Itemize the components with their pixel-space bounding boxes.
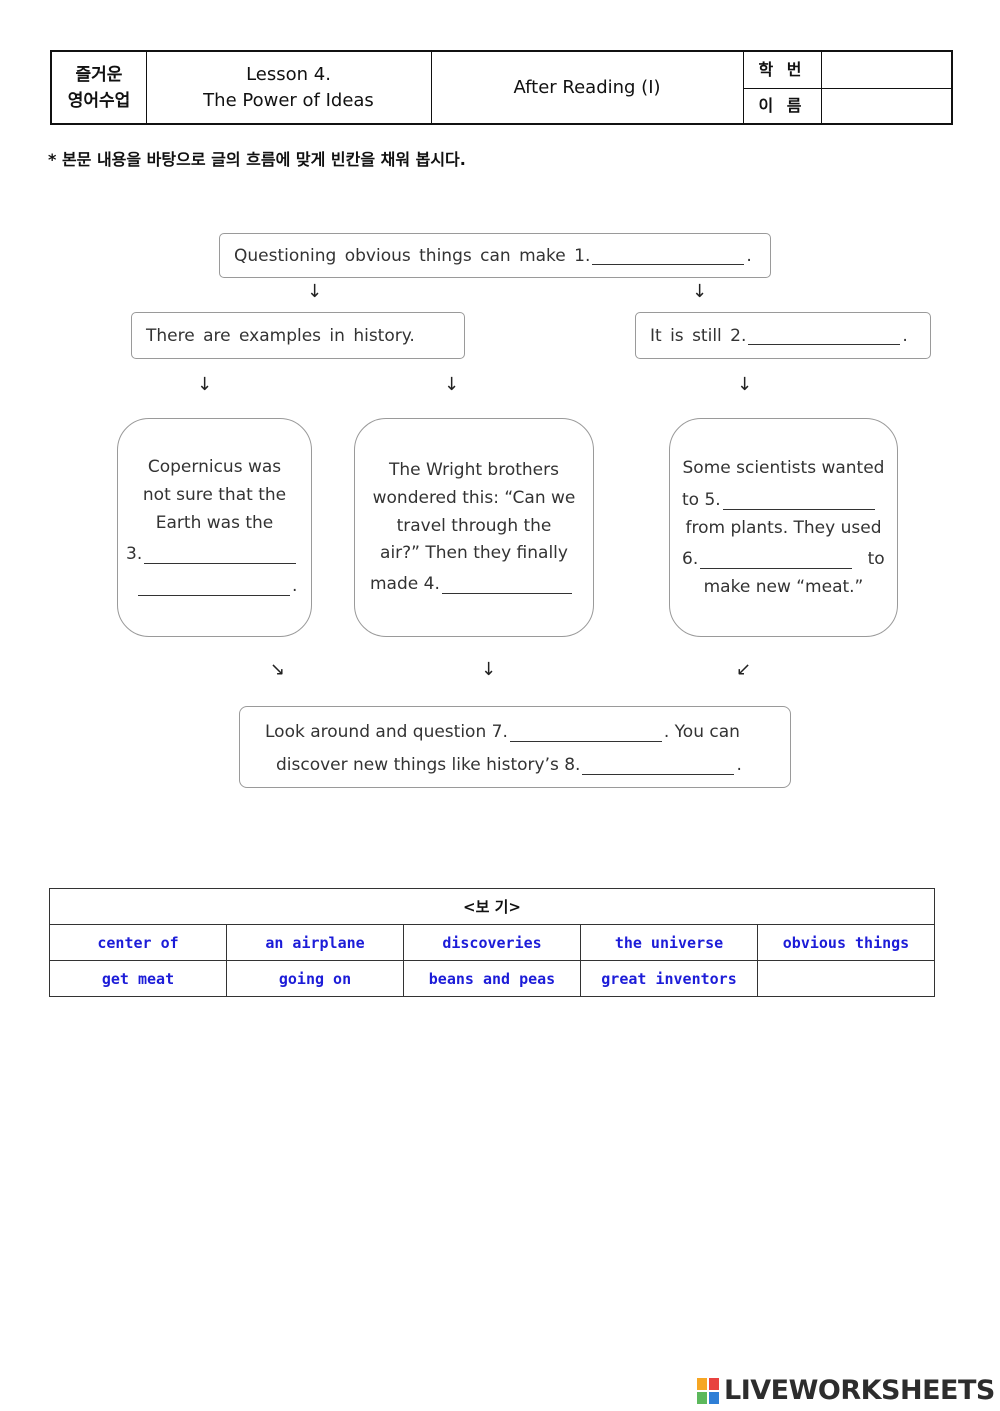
still-box: It is still 2. . [635, 312, 931, 359]
instruction-text: * 본문 내용을 바탕으로 글의 흐름에 맞게 빈칸을 채워 봅시다. [48, 150, 466, 169]
blank-2[interactable] [748, 326, 901, 345]
lesson-title: The Power of Ideas [203, 89, 374, 111]
word-bank-item: discoveries [403, 924, 581, 961]
activity-title: After Reading (I) [431, 52, 744, 123]
copernicus-box: Copernicus was not sure that the Earth w… [117, 418, 312, 637]
scientists-box: Some scientists wanted to 5. from plants… [669, 418, 898, 637]
conclusion-text: discover new things like history’s 8. [276, 755, 581, 775]
blank-3a[interactable] [144, 545, 297, 564]
scientists-line: make new “meat.” [703, 577, 864, 597]
conclusion-line: discover new things like history’s 8.. [276, 755, 742, 775]
scientists-to: to 5. [682, 490, 721, 510]
copernicus-line: 3. [126, 544, 298, 564]
conclusion-period: . [736, 755, 742, 775]
arrow-down-right: ↘ [270, 659, 286, 680]
wright-line: air?” Then they finally [380, 543, 568, 563]
arrow-down: ↓ [307, 281, 323, 302]
blank-3b[interactable] [138, 577, 290, 596]
liveworksheets-logo-icon [697, 1377, 721, 1404]
word-bank-item: the universe [580, 924, 758, 961]
word-bank-item: beans and peas [403, 960, 581, 997]
arrow-down: ↓ [692, 281, 708, 302]
copernicus-line: not sure that the [142, 485, 287, 505]
scientists-line: Some scientists wanted [682, 458, 885, 478]
main-idea-box: Questioning obvious things can make 1. . [219, 233, 771, 278]
scientists-number: 6. [682, 549, 699, 569]
arrow-down: ↓ [737, 374, 753, 395]
blank-8[interactable] [582, 756, 735, 775]
conclusion-line: Look around and question 7. . You can [265, 722, 740, 742]
entry-cell [821, 52, 951, 123]
still-text: It is still 2. [650, 325, 747, 346]
wright-line: travel through the [396, 516, 552, 536]
blank-5[interactable] [722, 491, 875, 510]
arrow-down: ↓ [197, 374, 213, 395]
arrow-down-left: ↙ [736, 659, 752, 680]
lesson-number: Lesson 4. [246, 63, 331, 85]
name-label: 이 름 [758, 96, 806, 115]
student-number-label: 학 번 [743, 52, 821, 89]
blank-4[interactable] [441, 575, 572, 594]
still-period: . [902, 325, 908, 346]
copernicus-line: . [136, 576, 297, 596]
word-bank-item: great inventors [580, 960, 758, 997]
copernicus-number: 3. [126, 544, 143, 564]
copernicus-period: . [292, 576, 298, 596]
label-cell: 학 번 이 름 [743, 52, 822, 123]
blank-1[interactable] [592, 246, 745, 265]
wright-box: The Wright brothers wondered this: “Can … [354, 418, 594, 637]
word-bank-title: <보 기> [49, 888, 935, 925]
liveworksheets-text: LIVEWORKSHEETS [724, 1375, 995, 1406]
wright-line: wondered this: “Can we [372, 488, 576, 508]
name-field[interactable] [821, 88, 951, 124]
copernicus-line: Copernicus was [147, 457, 282, 477]
copernicus-line: Earth was the [155, 513, 274, 533]
word-bank-table: <보 기> center of an airplane discoveries … [49, 888, 935, 997]
class-name-line2: 영어수업 [67, 90, 131, 111]
word-bank-item: going on [226, 960, 404, 997]
class-name-cell: 즐거운 영어수업 [52, 52, 147, 123]
main-idea-period: . [746, 245, 752, 266]
header-table: 즐거운 영어수업 Lesson 4. The Power of Ideas Af… [50, 50, 953, 125]
student-number-field[interactable] [821, 52, 951, 89]
wright-number: made 4. [370, 574, 440, 594]
liveworksheets-logo: LIVEWORKSHEETS [697, 1375, 995, 1406]
scientists-line: to 5. [682, 490, 877, 510]
scientists-to2: to [867, 549, 885, 569]
history-examples-box: There are examples in history. [131, 312, 465, 359]
wright-line: The Wright brothers [389, 460, 559, 480]
blank-7[interactable] [509, 723, 662, 742]
conclusion-text: Look around and question 7. [265, 722, 508, 742]
conclusion-box: Look around and question 7. . You can dis… [239, 706, 791, 788]
conclusion-text: . You can [663, 722, 740, 742]
scientists-line: 6. to [682, 549, 885, 569]
arrow-down: ↓ [481, 659, 497, 680]
class-name-line1: 즐거운 [75, 64, 123, 85]
scientists-line: from plants. They used [685, 518, 882, 538]
word-bank-item: obvious things [757, 924, 935, 961]
history-examples-text: There are examples in history. [146, 325, 415, 346]
main-idea-text: Questioning obvious things can make 1. [234, 245, 591, 266]
word-bank-item: get meat [49, 960, 227, 997]
word-bank-item [757, 960, 935, 997]
blank-6[interactable] [700, 550, 853, 569]
word-bank-item: an airplane [226, 924, 404, 961]
word-bank-item: center of [49, 924, 227, 961]
lesson-title-cell: Lesson 4. The Power of Ideas [146, 52, 432, 123]
wright-line: made 4. [370, 574, 574, 594]
arrow-down: ↓ [444, 374, 460, 395]
